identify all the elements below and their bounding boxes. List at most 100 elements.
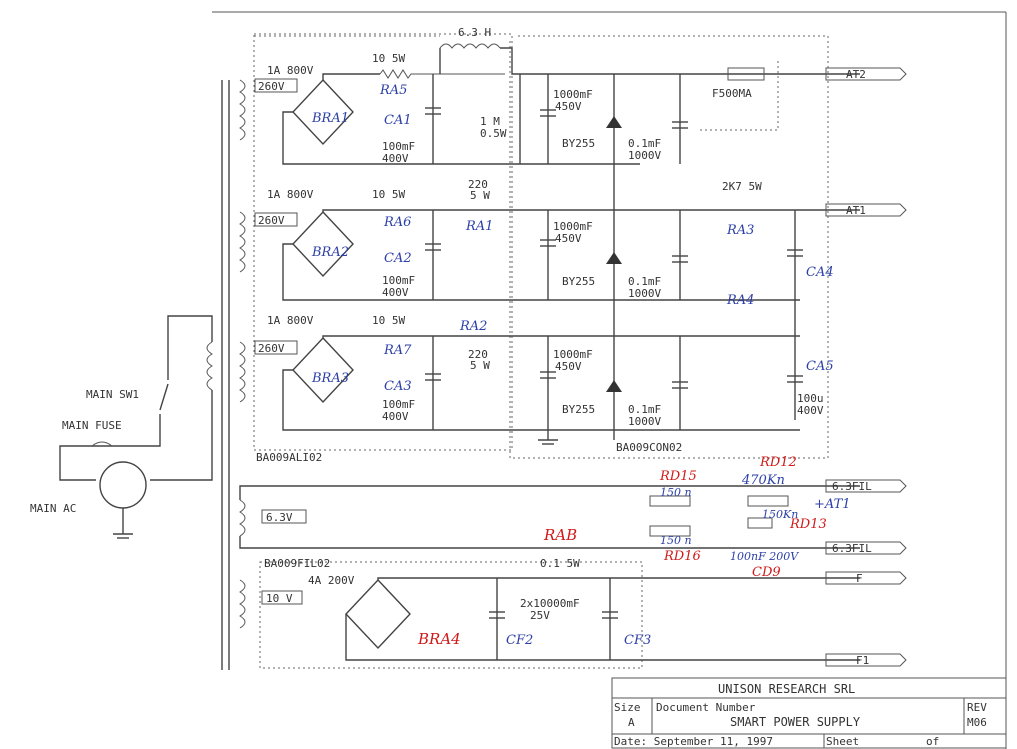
- block-con-notch: [700, 60, 779, 131]
- output-label: AT2: [846, 68, 866, 81]
- doc-number-label: Document Number: [656, 701, 756, 714]
- main-switch: [159, 383, 169, 411]
- document-title: SMART POWER SUPPLY: [730, 715, 861, 729]
- output-label: AT1: [846, 204, 866, 217]
- primary-winding: [206, 341, 213, 391]
- note-ca4: CA4: [806, 265, 834, 280]
- secondary-tag-10v: [261, 590, 303, 605]
- note-at1-tap: +AT1: [814, 497, 851, 512]
- note-ca5: CA5: [806, 359, 834, 374]
- note-bra4: BRA4: [417, 630, 461, 648]
- note-rd16: RD16: [663, 549, 701, 564]
- secondary-voltage-3: 260V: [258, 342, 285, 355]
- filament-winding: [239, 499, 246, 537]
- capacitor-voltage: 400V: [382, 286, 409, 299]
- wire: [500, 47, 860, 75]
- capacitor-voltage: 450V: [555, 360, 582, 373]
- output-6-3fil-2: [825, 541, 907, 555]
- output-at1: [825, 203, 907, 217]
- note-470k: 470Kn: [741, 473, 785, 488]
- aux-winding: [239, 579, 246, 629]
- capacitor-voltage: 400V: [797, 404, 824, 417]
- main-fuse-icon: [91, 441, 113, 447]
- resistor-rd12: [747, 495, 789, 507]
- capacitor-value: 0.1mF: [628, 275, 661, 288]
- capacitor-value: 100mF: [382, 140, 415, 153]
- fuse-f500ma: [727, 67, 765, 81]
- resistor-rating: 10 5W: [372, 188, 405, 201]
- wire: [377, 577, 860, 580]
- output-at2: [825, 67, 907, 81]
- output-f1: [825, 653, 907, 667]
- capacitor-value: 100mF: [382, 274, 415, 287]
- note-ra5: RA5: [379, 83, 407, 98]
- capacitor-value: 0.1mF: [628, 403, 661, 416]
- resistor-value: 1 M: [480, 115, 500, 128]
- note-cd9: CD9: [752, 565, 781, 580]
- bridge-rectifier-4: [345, 578, 411, 650]
- fuse-rating: F500MA: [712, 87, 752, 100]
- output-label: 6.3FIL: [832, 480, 872, 493]
- bridge-rectifier-1: [292, 78, 354, 146]
- secondary-voltage-2: 260V: [258, 214, 285, 227]
- note-ca2: CA2: [384, 251, 412, 266]
- note-150k: 150Kn: [762, 508, 798, 521]
- resistor-rating: 10 5W: [372, 314, 405, 327]
- size-label: Size: [614, 701, 641, 714]
- inductor-6-3h: [439, 43, 501, 49]
- secondary-tag-3: [254, 340, 298, 355]
- resistor-rd15: [649, 495, 691, 507]
- note-rd12: RD12: [759, 455, 797, 470]
- resistor-value: 220: [468, 348, 488, 361]
- bridge-rectifier-3: [292, 336, 354, 404]
- size-value: A: [628, 716, 635, 729]
- output-label: F1: [856, 654, 869, 667]
- note-bra2: BRA2: [311, 245, 349, 260]
- secondary-tag-1: [254, 78, 298, 93]
- diode-type: BY255: [562, 275, 595, 288]
- wire: [239, 536, 860, 549]
- ac-socket-icon: [99, 461, 147, 509]
- output-label: 6.3FIL: [832, 542, 872, 555]
- wire: [59, 414, 161, 481]
- note-ra2: RA2: [459, 319, 487, 334]
- secondary-voltage-fil: 6.3V: [266, 511, 293, 524]
- diode-by255: [606, 380, 622, 392]
- capacitor-voltage: 450V: [555, 100, 582, 113]
- resistor-value: 220: [468, 178, 488, 191]
- capacitor-voltage: 1000V: [628, 149, 661, 162]
- bridge-rating: 1A 800V: [267, 64, 314, 77]
- capacitor-voltage: 1000V: [628, 287, 661, 300]
- title-block: [611, 677, 1007, 749]
- wire: [322, 73, 380, 80]
- date-text: Date: September 11, 1997: [614, 735, 773, 748]
- note-150a: 150 n: [660, 486, 692, 499]
- capacitor-value: 2x10000mF: [520, 597, 580, 610]
- note-ra6: RA6: [383, 215, 411, 230]
- resistor-rd13: [747, 517, 773, 529]
- note-ra4: RA4: [726, 293, 754, 308]
- block-ali-border: [253, 33, 513, 451]
- wire: [322, 209, 860, 212]
- note-cf3: CF3: [624, 633, 651, 648]
- output-f: [825, 571, 907, 585]
- bridge-rectifier-2: [292, 210, 354, 278]
- bridge-rating: 1A 800V: [267, 188, 314, 201]
- of-label: of: [926, 735, 939, 748]
- note-ca3: CA3: [384, 379, 412, 394]
- note-150b: 150 n: [660, 534, 692, 547]
- note-bra1: BRA1: [311, 111, 349, 126]
- diode-by255: [606, 116, 622, 128]
- block-fil-border: [259, 561, 643, 669]
- wire: [282, 243, 800, 301]
- main-switch-label: MAIN SW1: [86, 388, 139, 401]
- resistor-power: 5 W: [470, 359, 490, 372]
- output-6-3fil-1: [825, 479, 907, 493]
- wire: [282, 111, 640, 165]
- wire: [167, 315, 213, 380]
- capacitor-voltage: 450V: [555, 232, 582, 245]
- note-bra3: BRA3: [311, 371, 349, 386]
- resistor-power: 5 W: [470, 189, 490, 202]
- capacitor-value: 0.1mF: [628, 137, 661, 150]
- capacitor-voltage: 400V: [382, 152, 409, 165]
